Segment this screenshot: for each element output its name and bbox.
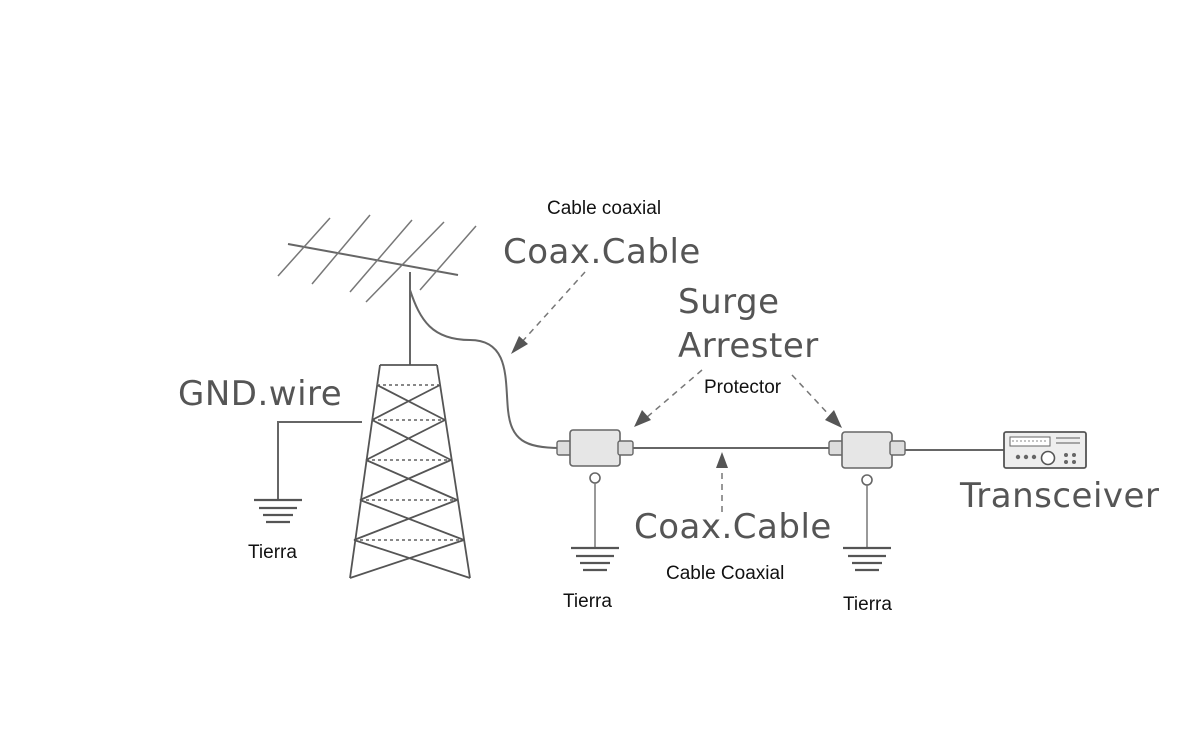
ground-symbol-icon	[254, 498, 302, 524]
coax-cable-antenna-line	[409, 289, 561, 449]
yagi-antenna-icon	[277, 214, 477, 365]
pointer-arrow-surge-right	[791, 374, 842, 428]
gnd-wire-line	[277, 421, 362, 500]
cable-coaxial-label-bottom: Cable Coaxial	[666, 563, 784, 584]
transceiver-label: Transceiver	[959, 476, 1159, 516]
surge-arrester-icon	[828, 431, 906, 486]
transceiver-radio-icon	[1003, 431, 1087, 469]
pointer-arrow-coax-bottom	[716, 452, 728, 512]
surge-arrester-icon	[556, 429, 634, 484]
lattice-tower-icon	[349, 364, 471, 579]
arrester-label: Arrester	[678, 326, 819, 366]
gnd-wire-label: GND.wire	[178, 374, 342, 414]
coax-cable-label-bottom: Coax.Cable	[634, 507, 832, 547]
tierra-label-right: Tierra	[843, 594, 892, 615]
coax-cable-label-top: Coax.Cable	[503, 232, 701, 272]
pointer-arrow-coax-top	[511, 271, 586, 354]
surge-label: Surge	[678, 282, 780, 322]
ground-symbol-icon	[571, 546, 619, 572]
protector-label: Protector	[704, 377, 782, 398]
tierra-label-mid: Tierra	[563, 591, 612, 612]
cable-coaxial-label-top: Cable coaxial	[547, 198, 661, 219]
tierra-label-left: Tierra	[248, 542, 297, 563]
pointer-arrow-surge-left	[634, 369, 703, 427]
ground-symbol-icon	[843, 546, 891, 572]
